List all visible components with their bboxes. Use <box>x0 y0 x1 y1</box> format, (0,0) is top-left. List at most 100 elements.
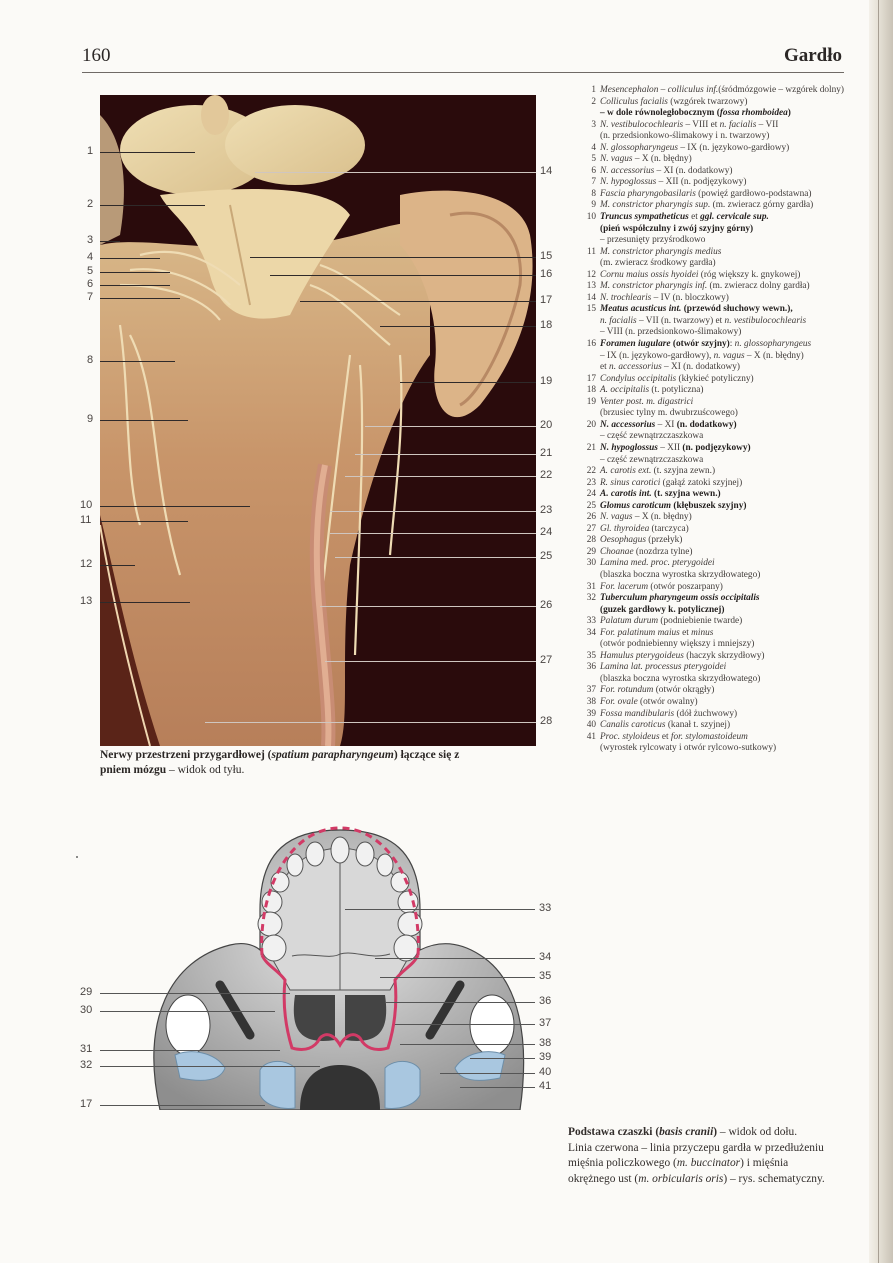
leader-line <box>255 172 536 173</box>
scan-speck <box>76 856 78 858</box>
legend-line: N. trochlearis – IV (n. bloczkowy) <box>600 293 729 303</box>
legend-latin: M. constrictor pharyngis inf. <box>600 281 708 292</box>
legend-latin: N. vagus <box>600 512 633 523</box>
legend-line: N. glossopharyngeus – IX (n. językowo-ga… <box>600 143 789 153</box>
legend-continuation: (m. zwieracz środkowy gardła) <box>600 258 856 270</box>
legend-number: 35 <box>586 650 596 661</box>
legend-polish-bold: (przewód słuchowy wewn.), <box>681 304 793 315</box>
legend-polish: (powięź gardłowo-podstawna) <box>695 188 812 199</box>
callout-35: 35 <box>539 970 552 982</box>
leader-line <box>100 565 135 566</box>
caption-rest: – widok od dołu. <box>717 1126 798 1138</box>
legend-polish: : <box>729 339 735 350</box>
legend-latin: Palatum durum <box>600 616 659 627</box>
caption-line-4b: ) – rys. schematyczny. <box>723 1172 825 1185</box>
legend-line: For. lacerum (otwór poszarpany) <box>600 582 723 592</box>
legend-polish: – VII <box>756 119 779 130</box>
callout-30: 30 <box>80 1004 93 1016</box>
caption-plain: – widok od tyłu. <box>166 764 245 776</box>
legend-latin: Proc. styloideus <box>600 731 660 742</box>
caption-line-3-latin: m. buccinator <box>676 1157 741 1169</box>
legend-line: Hamulus pterygoideus (haczyk skrzydłowy) <box>600 651 764 661</box>
leader-line <box>100 1050 280 1051</box>
legend-latin: A. occipitalis <box>600 385 650 396</box>
legend-latin: N. accessorius <box>600 165 655 176</box>
legend-polish: (tarczyca) <box>649 523 689 534</box>
callout-14: 14 <box>540 165 553 177</box>
legend-number: 22 <box>586 466 596 477</box>
legend-continuation: – część zewnątrzczaszkowa <box>600 431 856 443</box>
legend-latin-bold: Meatus acusticus int. <box>600 304 682 315</box>
legend-number: 5 <box>591 154 596 165</box>
legend-line: A. carotis ext. (t. szyjna zewn.) <box>600 466 715 476</box>
leader-line <box>100 152 195 153</box>
legend-polish: – IX (n. językowo-gardłowy), <box>600 350 714 361</box>
legend-number: 26 <box>586 512 596 523</box>
legend-continuation: et n. accessorius – XI (n. dodatkowy) <box>600 362 856 374</box>
leader-line <box>100 205 205 206</box>
legend-latin: Fascia pharyngobasilaris <box>600 188 696 199</box>
legend-latin: R. sinus carotici <box>600 477 661 488</box>
legend-polish: (róg większy k. gnykowej) <box>698 269 801 280</box>
callout-13: 13 <box>80 595 93 607</box>
legend-continuation: (guzek gardłowy k. potylicznej) <box>600 605 856 617</box>
legend-latin-bold: Glomus caroticum <box>600 500 672 511</box>
legend-polish: – IX (n. językowo-gardłowy) <box>678 142 790 153</box>
page-header: 160 Gardło <box>82 45 842 73</box>
leader-line <box>100 602 190 603</box>
legend-polish: – VIII (n. przedsionkowo-ślimakowy) <box>600 327 742 338</box>
legend-line: A. carotis int. (t. szyjna wewn.) <box>600 489 721 499</box>
caption-line-3a: mięśnia policzkowego ( <box>568 1157 677 1169</box>
legend-polish: et <box>679 627 692 638</box>
leader-line <box>100 993 290 994</box>
legend-number: 28 <box>586 535 596 546</box>
callout-4: 4 <box>87 251 94 263</box>
leader-line <box>330 533 536 534</box>
page-edge-shadow <box>869 0 893 1263</box>
legend-polish: (podniebienie twarde) <box>658 616 743 627</box>
legend-number: 36 <box>586 662 596 673</box>
legend-latin: For. lacerum <box>600 581 649 592</box>
leader-line <box>270 275 536 276</box>
legend-polish: (nozdrza tylne) <box>633 546 693 557</box>
callout-22: 22 <box>540 469 553 481</box>
legend-latin-bold: N. accessorius <box>600 419 656 430</box>
legend-polish: (wzgórek twarzowy) <box>667 96 748 107</box>
caption-bold-end: ) łączące się z pniem mózgu <box>100 749 460 776</box>
legend-polish: (t. szyjna zewn.) <box>651 466 716 477</box>
callout-17: 17 <box>540 294 553 306</box>
leader-line <box>335 557 536 558</box>
callout-17b: 17 <box>80 1098 93 1110</box>
leader-line <box>385 1002 535 1003</box>
legend-number: 33 <box>586 616 596 627</box>
leader-line <box>470 1058 535 1059</box>
legend-bold: (guzek gardłowy k. potylicznej) <box>600 604 725 615</box>
callout-21: 21 <box>540 447 553 459</box>
legend-number: 1 <box>591 85 596 95</box>
legend-latin: n. glossopharyngeus <box>734 339 812 350</box>
legend-latin-bold: Tuberculum pharyngeum ossis occipitalis <box>600 593 760 604</box>
caption-line-3b: ) i mięśnia <box>740 1157 789 1169</box>
caption-latin: spatium parapharyngeum <box>271 749 394 761</box>
legend-number: 12 <box>586 269 596 280</box>
legend-line: For. rotundum (otwór okrągły) <box>600 685 714 695</box>
legend-line: Colliculus facialis (wzgórek twarzowy) <box>600 97 747 107</box>
legend-polish: – X (n. błędny) <box>744 350 804 361</box>
legend-line: Tuberculum pharyngeum ossis occipitalis <box>600 593 760 603</box>
legend-latin-bold: ggl. cervicale sup. <box>700 212 769 223</box>
legend-line: A. occipitalis (t. potyliczna) <box>600 385 704 395</box>
callout-8: 8 <box>87 354 94 366</box>
